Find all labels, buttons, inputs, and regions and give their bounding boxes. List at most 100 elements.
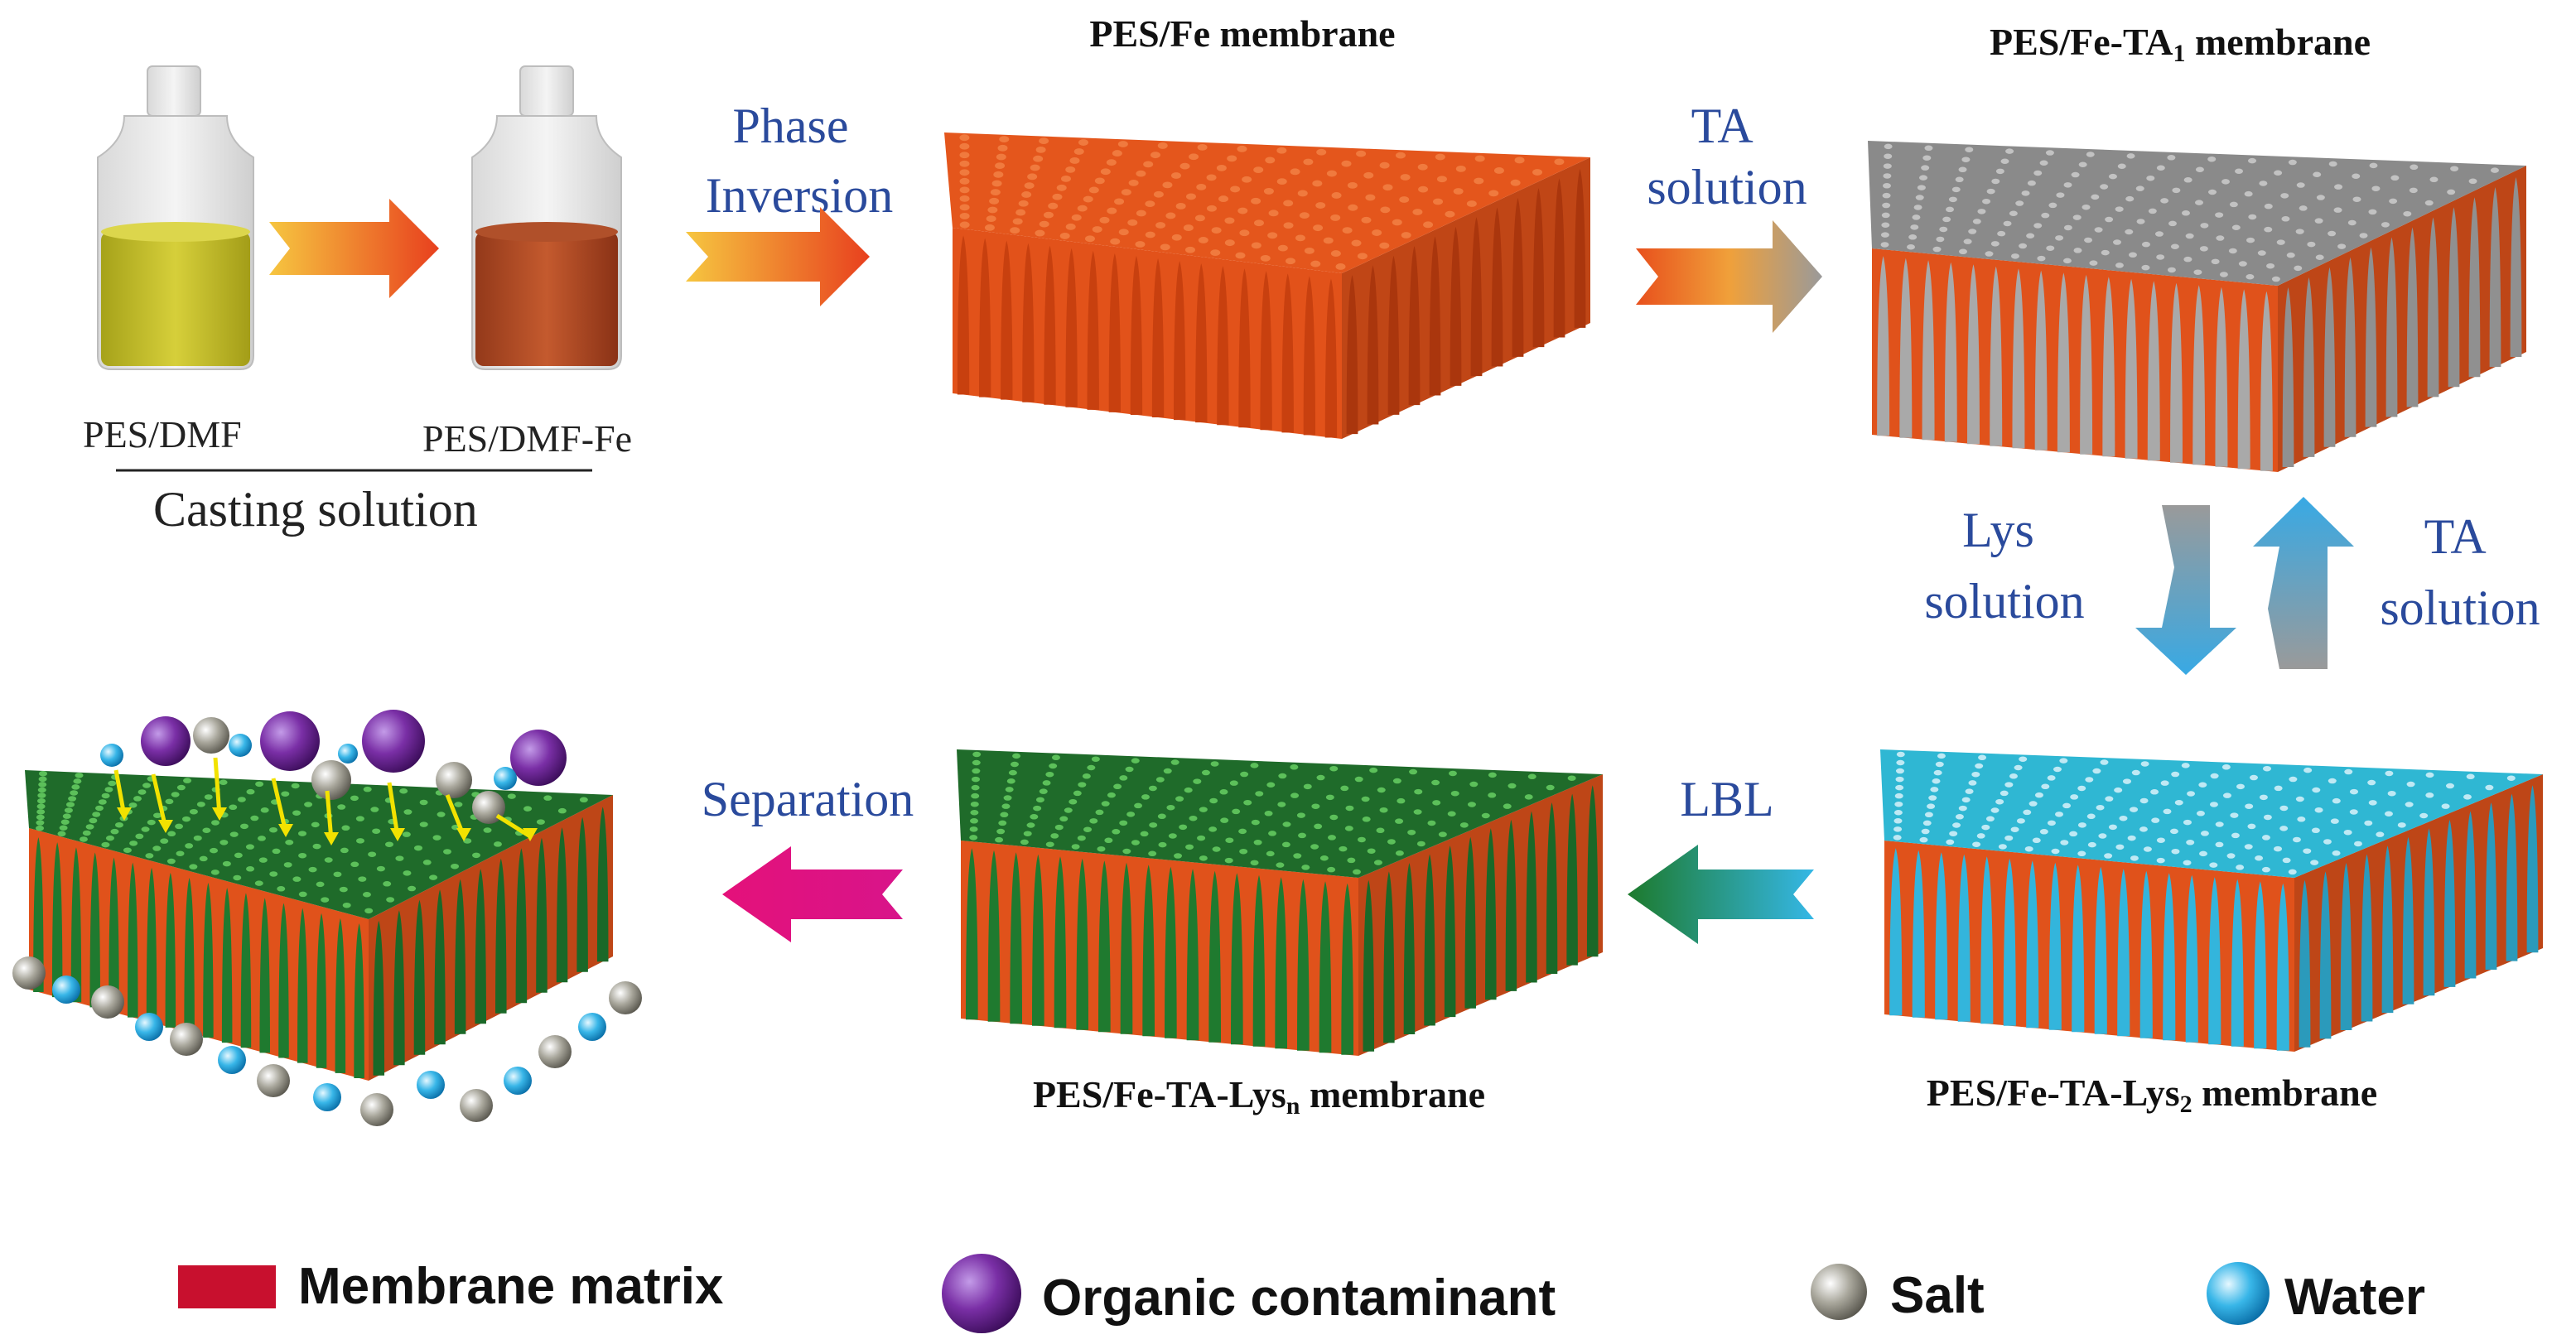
legend-organic-icon (942, 1254, 1021, 1333)
surface-pore (1210, 249, 1221, 257)
surface-pore (1227, 155, 1237, 162)
surface-pore (972, 759, 981, 766)
surface-pore (2174, 799, 2183, 806)
surface-pore (2236, 783, 2245, 790)
surface-pore (370, 807, 379, 812)
surface-pore (1942, 216, 1951, 223)
surface-pore (1149, 822, 1158, 828)
surface-pore (1361, 216, 1372, 224)
surface-pore (2053, 766, 2062, 773)
surface-pore (165, 798, 174, 805)
surface-pore (1276, 862, 1285, 868)
label-ta1-sub: 1 (2173, 40, 2185, 67)
surface-pore (1481, 812, 1490, 819)
surface-pore (1224, 217, 1235, 224)
surface-pore (2231, 224, 2241, 231)
surface-pore (2209, 802, 2218, 807)
surface-pore (1265, 157, 1276, 164)
surface-pore (1883, 163, 1892, 169)
surface-pore (2384, 811, 2393, 817)
ta-solution-1-label: TA solution (1647, 99, 1807, 214)
surface-pore (1896, 759, 1905, 766)
surface-pore (429, 874, 438, 880)
pore-channel (2448, 207, 2460, 388)
pore-channel (1470, 217, 1483, 377)
surface-pore (971, 776, 980, 783)
surface-pore (350, 861, 359, 868)
surface-pore (991, 180, 1002, 187)
pore-channel (1108, 253, 1122, 412)
arrow-casting (269, 199, 439, 298)
surface-pore (2332, 850, 2341, 856)
surface-pore (2226, 853, 2236, 859)
membrane-pes-fe-ta-lysn (957, 749, 1603, 1056)
surface-pore (1935, 761, 1944, 768)
surface-pore (1985, 816, 1995, 822)
surface-pore (1264, 811, 1273, 817)
surface-pore (1893, 810, 1903, 816)
surface-pore (1319, 855, 1329, 861)
surface-pore (2221, 764, 2231, 770)
salt-particle (170, 1023, 203, 1056)
surface-pore (1982, 198, 1991, 205)
surface-pore (2279, 805, 2289, 812)
surface-pore (1082, 773, 1091, 779)
surface-pore (1071, 214, 1082, 221)
surface-pore (182, 816, 191, 822)
surface-pore (219, 840, 229, 845)
surface-pore (1148, 850, 1157, 857)
surface-pore (1136, 170, 1146, 177)
surface-pore (1427, 820, 1436, 826)
pore-channel (1485, 828, 1497, 1000)
pore-channel (1130, 255, 1143, 415)
surface-pore (1097, 845, 1106, 852)
surface-pore (2199, 246, 2208, 252)
surface-pore (2194, 200, 2203, 205)
surface-pore (2296, 182, 2305, 188)
surface-pore (1089, 818, 1098, 824)
block-top-face (957, 749, 1603, 878)
surface-pore (1335, 263, 1346, 270)
surface-pore (1165, 212, 1176, 219)
surface-pore (2323, 839, 2332, 845)
surface-pore (2347, 219, 2357, 226)
surface-pore (2016, 818, 2025, 824)
lbl-label: LBL (1680, 772, 1773, 826)
surface-pore (1932, 778, 1941, 784)
pore-channel (1383, 871, 1395, 1043)
surface-pore (1119, 820, 1128, 826)
surface-pore (1131, 758, 1140, 764)
surface-pore (2048, 202, 2057, 209)
surface-pore (2244, 190, 2253, 197)
surface-pore (1356, 150, 1367, 157)
pore-channel (2323, 267, 2336, 447)
pore-channel (1877, 256, 1890, 436)
pore-channel (1367, 265, 1379, 425)
surface-pore (989, 197, 1000, 205)
surface-pore (240, 823, 248, 830)
surface-pore (1290, 764, 1299, 770)
surface-pore (1342, 227, 1353, 234)
pore-channel (373, 920, 385, 1076)
water-particle (313, 1083, 341, 1111)
surface-pore (37, 797, 46, 804)
surface-pore (2245, 803, 2254, 809)
surface-pore (1127, 219, 1138, 226)
pore-channel (556, 827, 568, 983)
surface-pore (386, 897, 395, 903)
surface-pore (971, 784, 980, 791)
surface-pore (1148, 785, 1157, 792)
surface-pore (160, 838, 169, 844)
arrow-ta-up (2253, 497, 2354, 669)
surface-pore (1145, 200, 1155, 208)
surface-pore (1043, 211, 1054, 219)
surface-pore (1908, 234, 1918, 240)
surface-pore (2160, 198, 2169, 204)
surface-pore (2385, 770, 2394, 777)
surface-pore (1026, 822, 1035, 828)
surface-pore (60, 819, 70, 825)
surface-pore (2294, 265, 2303, 272)
pore-channel (2102, 277, 2115, 457)
surface-pore (1268, 210, 1279, 217)
arrow-separation (722, 846, 903, 942)
